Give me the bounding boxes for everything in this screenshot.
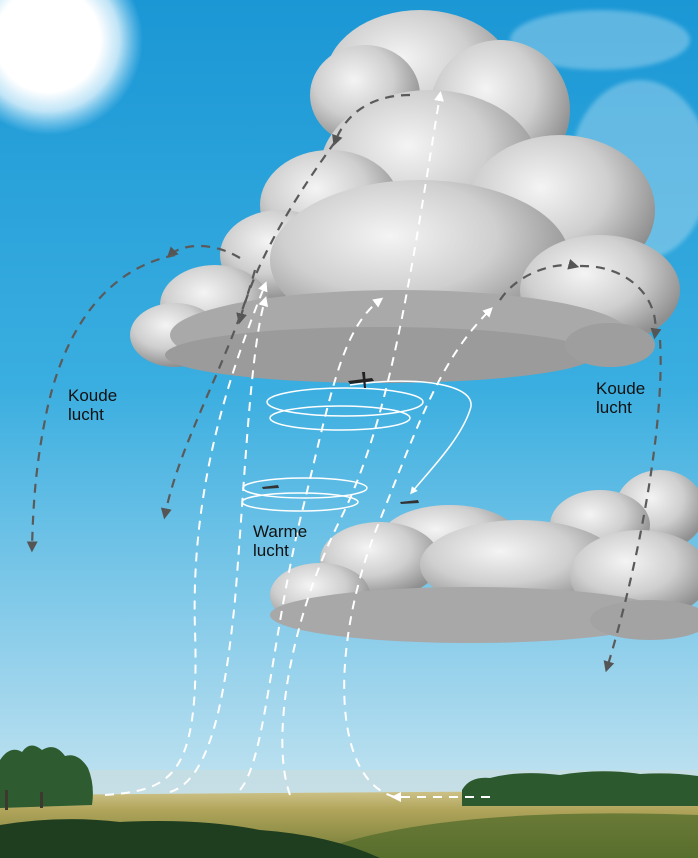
trees-right — [462, 771, 698, 806]
cold-air-arrow — [579, 264, 662, 340]
warm-air-arrow — [169, 296, 269, 793]
glider-glide-path — [349, 380, 472, 495]
field-shadow — [300, 813, 698, 858]
glider-icon — [348, 372, 374, 388]
spiral-loop — [269, 405, 411, 431]
cold-air-arrow — [332, 93, 411, 147]
trees-left — [0, 745, 380, 858]
warm-air-arrows — [104, 91, 493, 802]
cold-air-label-left-line2: lucht — [68, 405, 104, 424]
spiral-loop — [241, 492, 359, 512]
large-cumulus-cloud — [130, 10, 680, 383]
cold-air-arrow — [160, 269, 257, 520]
warm-air-arrow — [104, 281, 268, 796]
cold-air-label-right-line1: Koude — [596, 379, 646, 398]
cold-air-arrow — [603, 339, 662, 673]
glider-icon — [400, 500, 419, 504]
warm-air-arrow — [281, 91, 444, 796]
cold-air-label-right: Koude lucht — [596, 379, 645, 417]
cold-air-arrow — [166, 244, 241, 259]
warm-air-arrow — [343, 307, 493, 798]
cold-air-arrows — [26, 93, 662, 673]
warm-air-label-line2: lucht — [253, 541, 289, 560]
glider-icon — [262, 485, 279, 489]
spiral-loop — [266, 387, 424, 417]
small-cumulus-cloud — [270, 470, 698, 643]
spiral-loop — [242, 477, 368, 499]
warm-air-label-line1: Warme — [253, 522, 308, 541]
cold-air-arrow — [499, 258, 580, 301]
cold-air-arrow — [236, 141, 336, 325]
glider-spiral-paths — [241, 380, 472, 512]
cold-air-label-left: Koude lucht — [68, 386, 117, 424]
warm-air-label: Warme lucht — [253, 522, 307, 560]
cold-air-label-left-line1: Koude — [68, 386, 118, 405]
cold-air-label-right-line2: lucht — [596, 398, 632, 417]
cold-air-arrow — [26, 253, 176, 553]
sun-icon — [0, 0, 143, 135]
warm-air-arrow — [239, 297, 384, 791]
